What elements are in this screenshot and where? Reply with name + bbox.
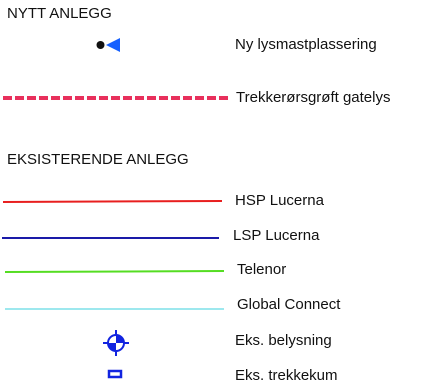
global-connect-label: Global Connect (237, 296, 341, 313)
global-connect-line (5, 308, 224, 310)
new-installation-heading: NYTT ANLEGG (7, 5, 112, 22)
existing-drawpit-icon (107, 369, 123, 379)
hsp-lucerna-label: HSP Lucerna (235, 192, 324, 209)
existing-lighting-icon (103, 330, 129, 356)
street-light-trench-line (3, 96, 228, 100)
lsp-lucerna-line (2, 237, 219, 239)
new-mast-position-icon (96, 38, 120, 52)
hsp-lucerna-line (2, 200, 223, 203)
new-mast-position-label: Ny lysmastplassering (235, 36, 377, 53)
existing-drawpit-label: Eks. trekkekum (235, 367, 338, 384)
telenor-label: Telenor (237, 261, 287, 278)
existing-installation-heading: EKSISTERENDE ANLEGG (7, 151, 189, 168)
lsp-lucerna-label: LSP Lucerna (233, 227, 320, 244)
telenor-line (4, 270, 225, 273)
existing-lighting-label: Eks. belysning (235, 332, 332, 349)
street-light-trench-label: Trekkerørsgrøft gatelys (236, 89, 391, 106)
